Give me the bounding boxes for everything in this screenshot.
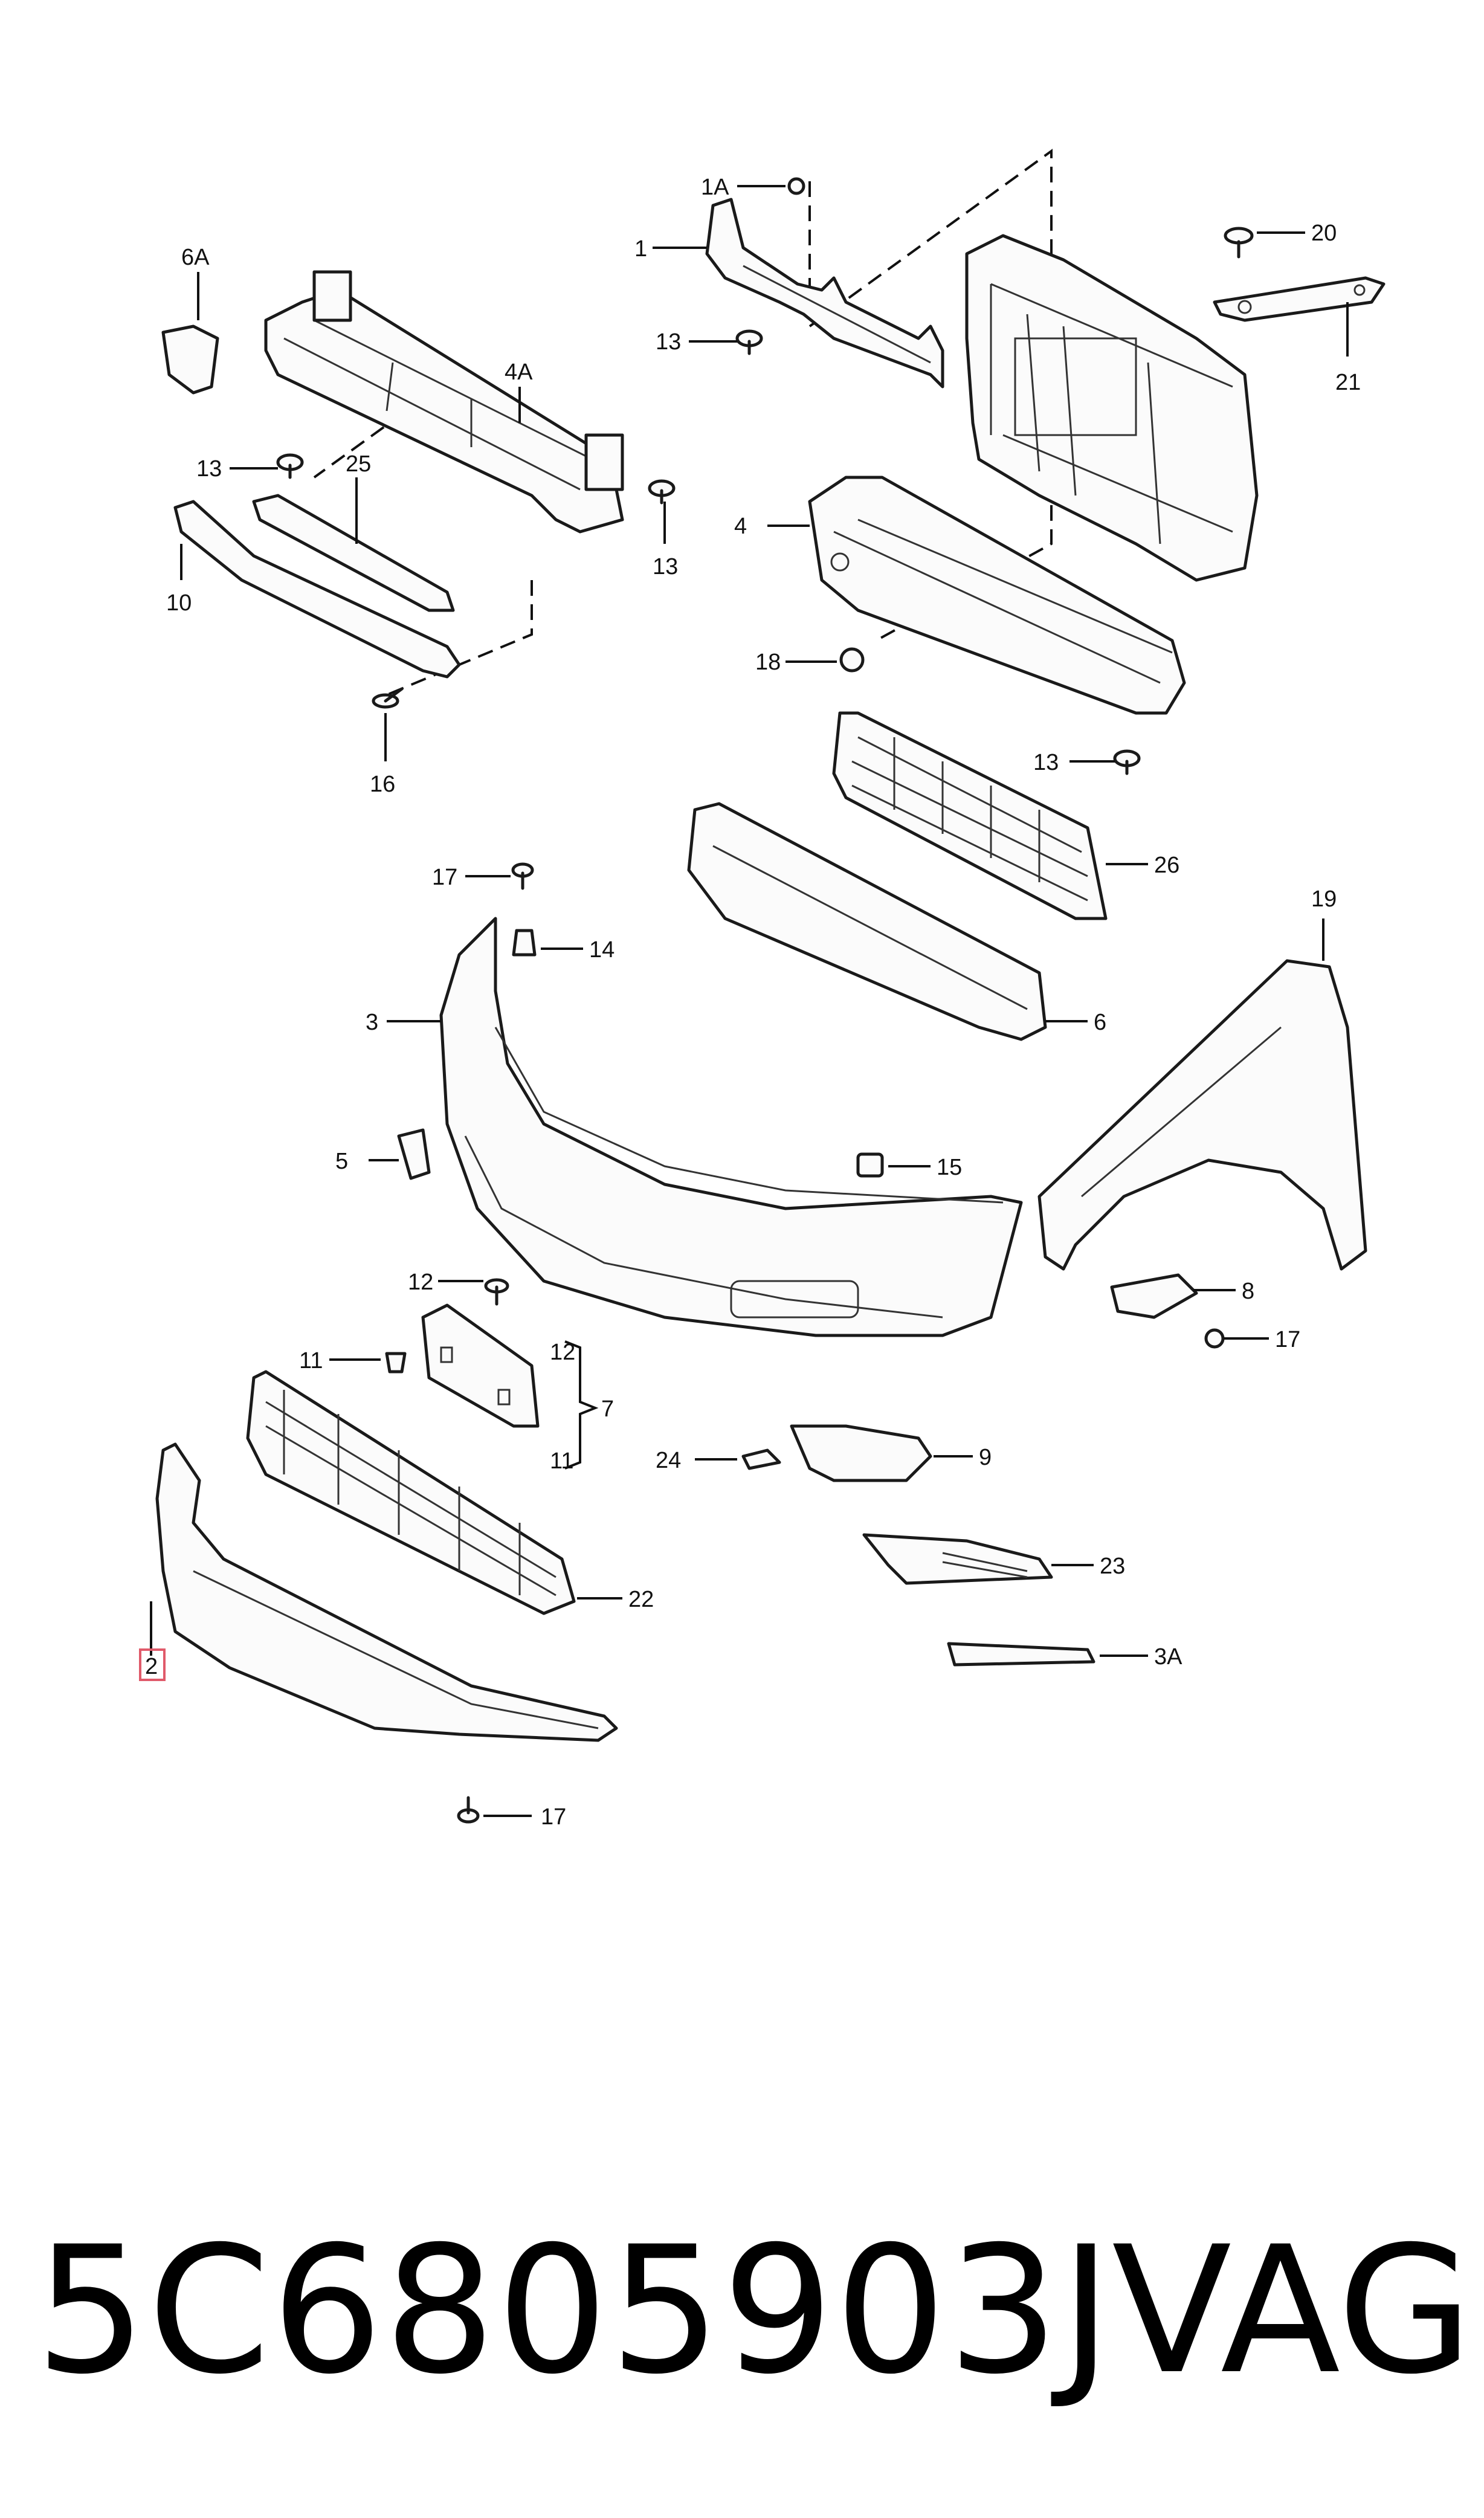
callout-9: 9: [979, 1445, 992, 1470]
part-6-absorber: [687, 802, 1047, 1041]
bolt-13: [735, 329, 763, 355]
part-3A-trim: [947, 1642, 1095, 1667]
bolt-17: [511, 862, 534, 890]
callout-19: 19: [1311, 886, 1337, 912]
part-15: [856, 1152, 884, 1178]
callout-13: 13: [1033, 750, 1059, 775]
callout-12: 12: [408, 1270, 433, 1295]
callout-13: 13: [653, 554, 678, 579]
bolt-16: [372, 687, 404, 709]
callout-1: 1: [634, 236, 647, 262]
callout-5: 5: [335, 1149, 348, 1174]
footer: 5C6805903J VAG: [0, 2212, 1484, 2411]
callout-23: 23: [1100, 1554, 1125, 1579]
callout-7: 7: [601, 1396, 614, 1422]
part-6A: [161, 324, 219, 395]
callout-15: 15: [937, 1155, 962, 1180]
part-24: [741, 1448, 781, 1470]
bolt-13: [1113, 749, 1141, 775]
clip-11: [385, 1352, 407, 1374]
callout-3: 3: [366, 1010, 378, 1035]
callout-2: 2: [145, 1654, 158, 1679]
part-4A-carrier: [264, 270, 624, 534]
callout-11: 11: [550, 1448, 573, 1474]
callout-21: 21: [1335, 370, 1361, 395]
callout-13: 13: [196, 456, 222, 482]
callout-1A: 1A: [701, 175, 729, 200]
highlight-box-2: [139, 1648, 166, 1681]
callout-17: 17: [432, 865, 457, 890]
bolt-13: [276, 453, 304, 479]
clip-14: [512, 929, 537, 957]
part-4-carrier: [808, 476, 1186, 715]
part-7-plate-bracket: [421, 1303, 540, 1428]
callout-10: 10: [166, 590, 192, 616]
part-26-grille-frame: [832, 711, 1108, 920]
part-9-fog-bracket: [790, 1424, 932, 1482]
bolt-20: [1224, 227, 1254, 259]
callout-22: 22: [628, 1587, 654, 1612]
assembly-dash-line: [313, 398, 424, 479]
callout-3A: 3A: [1154, 1644, 1182, 1670]
parts-exploded-diagram: 1A 1 13 20 21 6A 4A 13 25 13 10 16 4 18 …: [139, 149, 1386, 1830]
bolt-17: [457, 1796, 480, 1824]
callout-24: 24: [656, 1448, 681, 1473]
callout-13: 13: [656, 329, 681, 355]
part-2-spoiler: [155, 1442, 618, 1742]
brand-label: VAG: [1112, 2209, 1473, 2413]
part-bracket-21: [1213, 276, 1386, 322]
callout-4: 4: [734, 514, 747, 539]
callout-4A: 4A: [505, 360, 533, 385]
bracket-7: [564, 1340, 599, 1470]
bolt-12: [484, 1278, 509, 1306]
callout-20: 20: [1311, 221, 1337, 246]
part-25: [252, 494, 455, 612]
part-18: [839, 647, 865, 673]
callout-18: 18: [755, 650, 781, 675]
callout-12: 12: [550, 1340, 575, 1365]
callout-6A: 6A: [181, 245, 210, 270]
part-radiator-support: [965, 234, 1259, 582]
callout-6: 6: [1094, 1010, 1106, 1035]
leader-lines: [150, 185, 1349, 1817]
callout-8: 8: [1242, 1279, 1254, 1304]
bolt-13: [648, 479, 676, 505]
nut-1A: [787, 177, 805, 195]
part-3-bumper-cover: [439, 917, 1023, 1337]
callout-14: 14: [589, 937, 615, 963]
part-5: [397, 1128, 431, 1180]
part-number: 5C6805903J: [35, 2209, 1114, 2413]
part-22-lower-grille: [246, 1370, 576, 1615]
part-23-fog-grille: [862, 1533, 1053, 1585]
part-upper-bracket: [705, 198, 944, 389]
part-19-fender: [1037, 959, 1367, 1271]
part-8: [1110, 1273, 1198, 1319]
part-10: [173, 500, 461, 679]
callout-25: 25: [346, 451, 371, 477]
bolt-17: [1204, 1328, 1225, 1349]
callout-17: 17: [1275, 1327, 1300, 1352]
callout-26: 26: [1154, 853, 1179, 878]
callout-17: 17: [541, 1804, 566, 1830]
callout-16: 16: [370, 772, 395, 797]
callout-11: 11: [299, 1348, 323, 1374]
